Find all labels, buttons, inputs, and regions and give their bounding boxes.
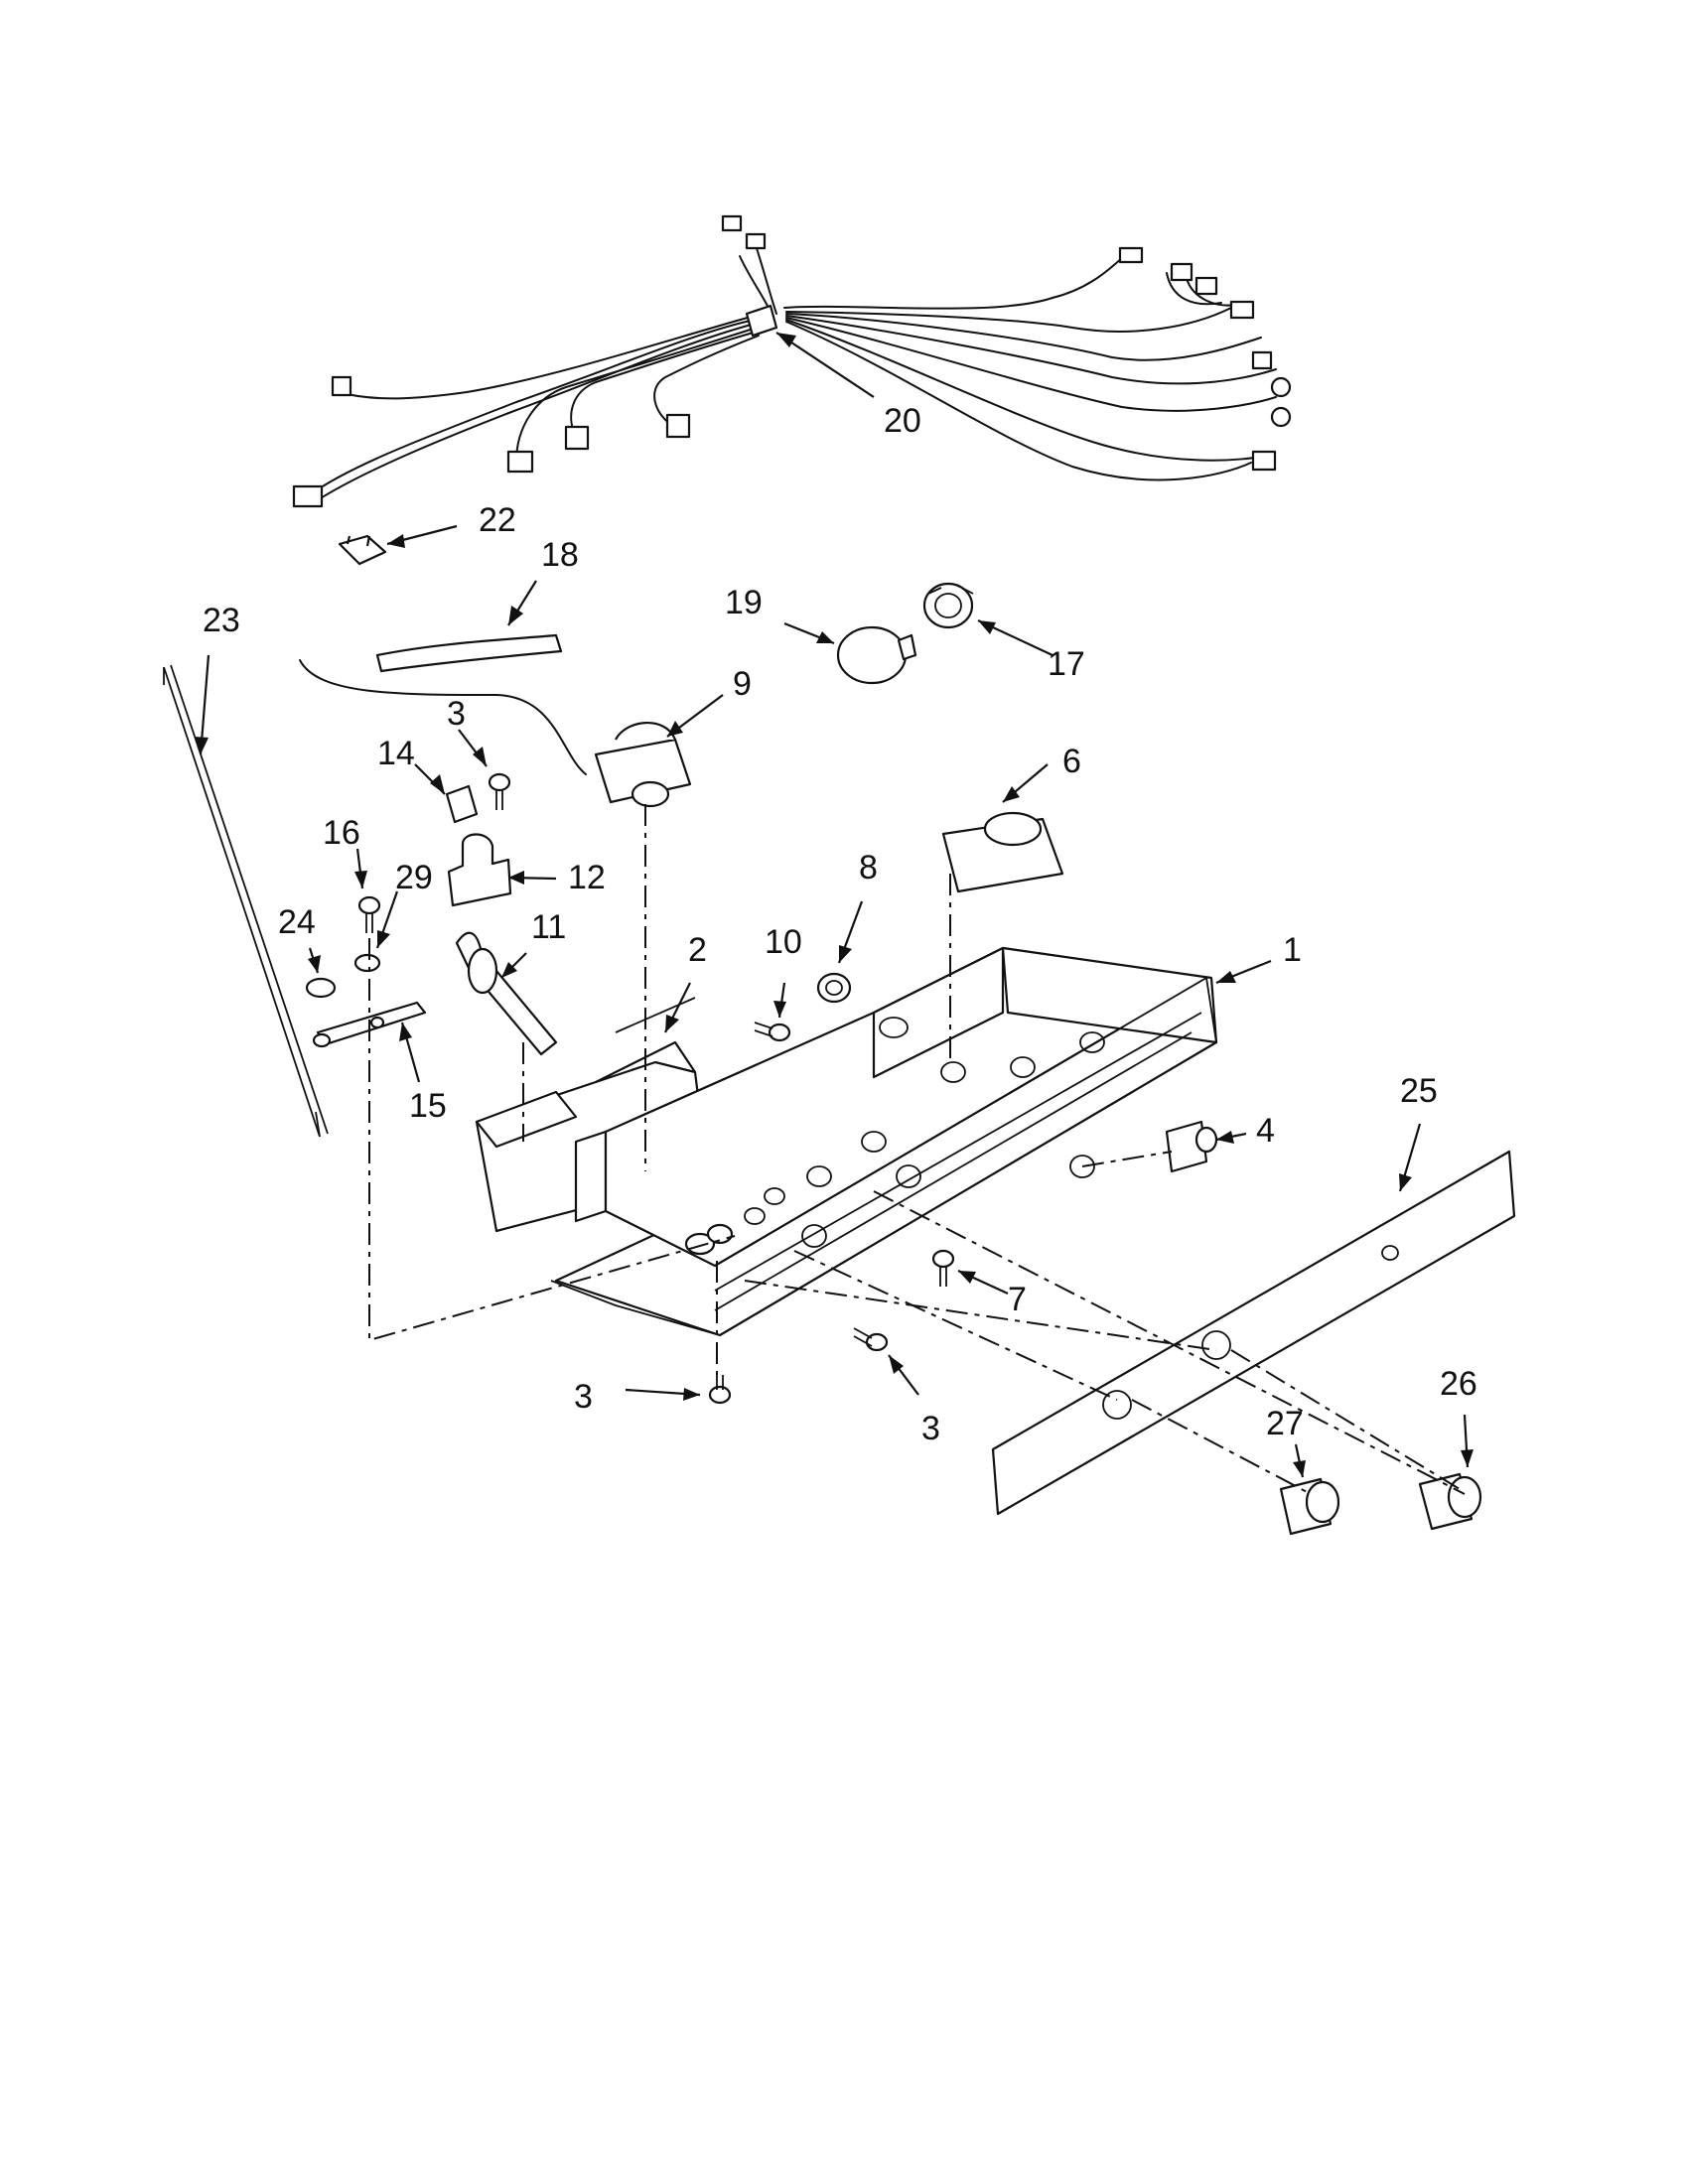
leader-arrows: [195, 332, 1474, 1478]
callout-7: 7: [1008, 1281, 1027, 1318]
screw-3a: [488, 772, 511, 810]
lever-15: [312, 1001, 427, 1048]
wire-harness: [292, 214, 1292, 508]
tube-part: [375, 633, 563, 673]
callout-23: 23: [203, 602, 240, 639]
callout-6: 6: [1062, 743, 1081, 780]
screw-10: [754, 1022, 791, 1042]
bracket-14: [445, 784, 479, 824]
control-panel: [991, 1150, 1516, 1516]
screw-16: [357, 895, 381, 933]
callout-22: 22: [479, 501, 516, 539]
callout-3: 3: [447, 695, 466, 733]
callout-9: 9: [733, 665, 752, 703]
screw-3b: [853, 1327, 889, 1352]
light-socket: [922, 582, 974, 629]
callout-8: 8: [859, 849, 878, 887]
callout-11: 11: [531, 908, 566, 946]
callout-29: 29: [395, 859, 433, 896]
callout-labels: 20 22 18 23 19 17 9 3 14 6 16 29 12 8 24…: [203, 402, 1477, 1447]
rod-part: [163, 664, 329, 1138]
bracket-12: [447, 833, 512, 907]
callout-3-left: 3: [574, 1378, 593, 1416]
callout-17: 17: [1048, 645, 1085, 683]
callout-20: 20: [884, 402, 921, 440]
callout-25: 25: [1400, 1072, 1438, 1110]
washer-24: [305, 977, 337, 999]
callout-14: 14: [377, 735, 415, 772]
screw-3c: [708, 1375, 732, 1405]
washer-29: [353, 953, 381, 973]
callout-15: 15: [409, 1087, 447, 1125]
callout-19: 19: [725, 584, 763, 621]
knob-27: [1279, 1477, 1340, 1536]
control-shaft: [455, 931, 558, 1056]
light-bulb: [836, 625, 917, 685]
thermostat: [299, 659, 692, 808]
callout-18: 18: [541, 536, 579, 574]
callout-4: 4: [1256, 1112, 1275, 1150]
callout-10: 10: [765, 923, 802, 961]
callout-1: 1: [1283, 931, 1302, 969]
defrost-timer: [941, 811, 1064, 893]
light-switch: [1165, 1120, 1218, 1173]
alignment-lines: [368, 804, 1466, 1495]
callout-16: 16: [323, 814, 360, 852]
callout-24: 24: [278, 903, 316, 941]
callout-27: 27: [1266, 1405, 1304, 1442]
clip-part: [338, 534, 387, 566]
screw-7: [931, 1249, 955, 1287]
callout-3-right: 3: [921, 1410, 940, 1447]
callout-12: 12: [568, 859, 606, 896]
plug-8: [816, 972, 852, 1004]
callout-26: 26: [1440, 1365, 1477, 1403]
callout-2: 2: [688, 931, 707, 969]
control-housing: [550, 946, 1218, 1337]
